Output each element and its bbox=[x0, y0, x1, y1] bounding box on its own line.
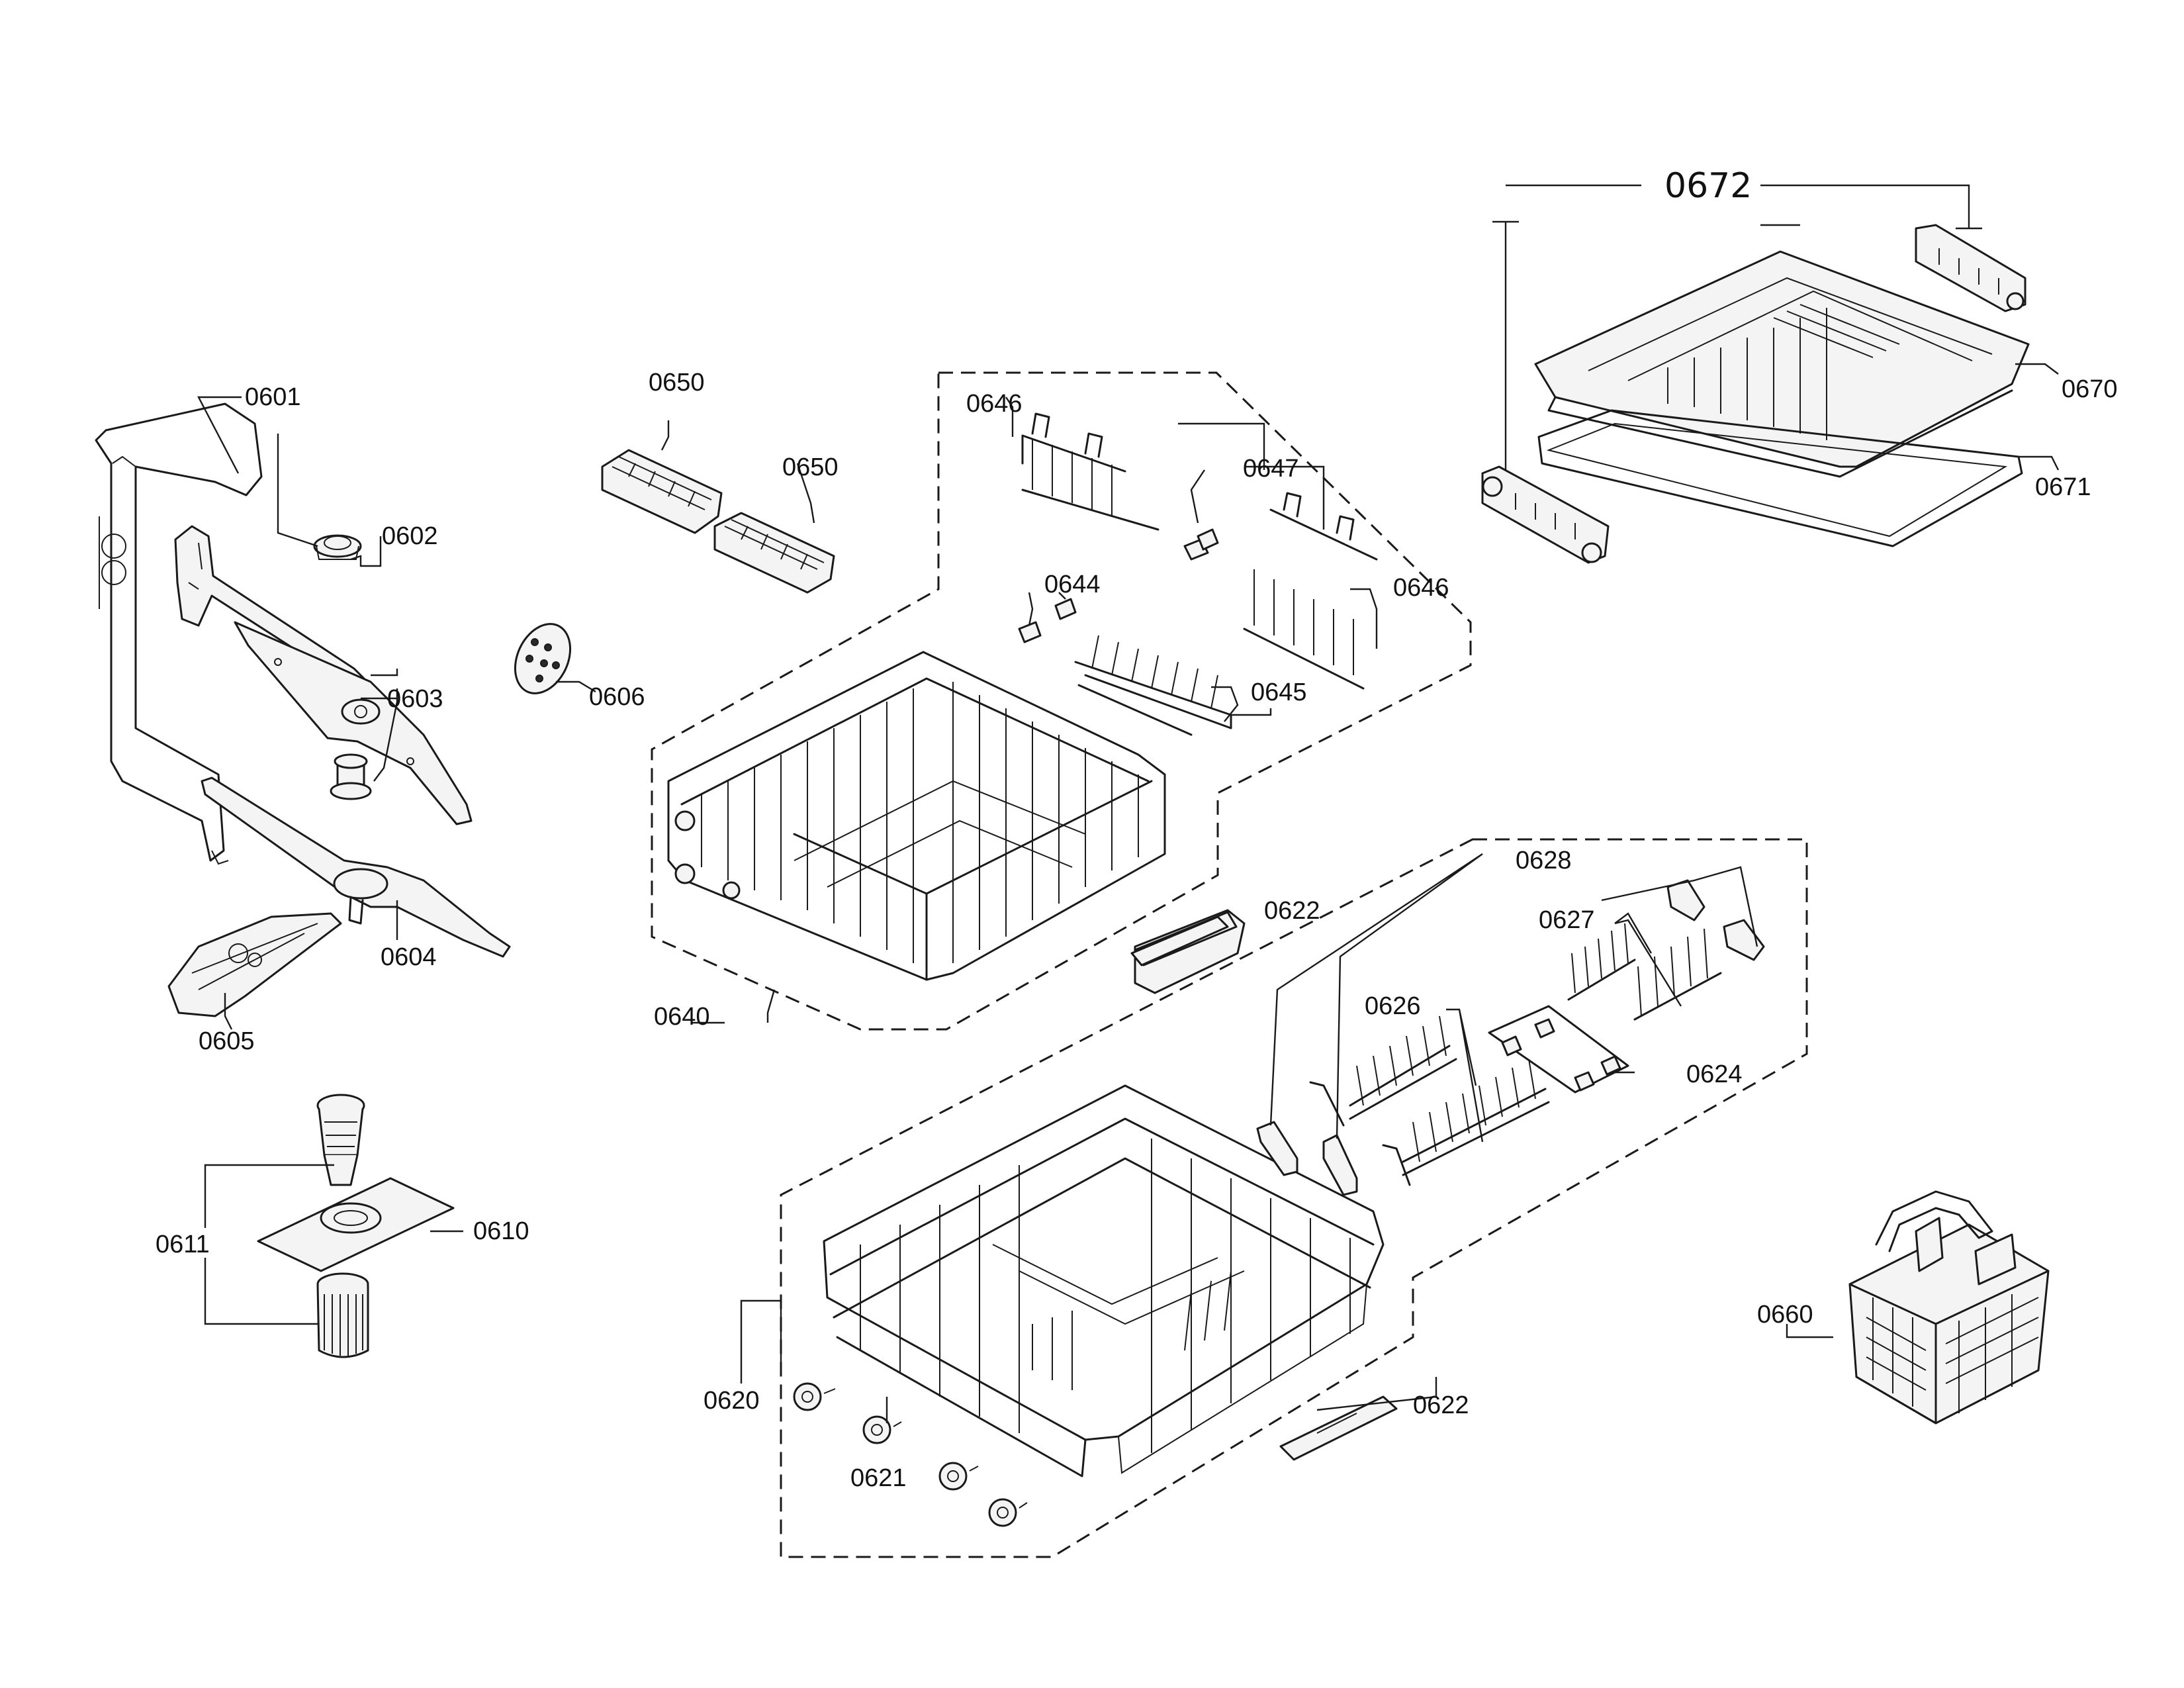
upper-rack-assembly-outline bbox=[651, 371, 1472, 1031]
spray-supply-pipe bbox=[95, 402, 263, 865]
label-0626: 0626 bbox=[1365, 992, 1421, 1020]
label-0622-lower: 0622 bbox=[1413, 1391, 1469, 1419]
label-0646-upper: 0646 bbox=[966, 390, 1023, 418]
label-0672: 0672 bbox=[1664, 166, 1752, 206]
label-0610: 0610 bbox=[473, 1217, 529, 1245]
cup-shelf-left bbox=[601, 449, 723, 534]
rack-wheels bbox=[793, 1382, 1028, 1527]
spray-arm-bearing bbox=[330, 753, 372, 800]
flat-filter bbox=[257, 1177, 455, 1272]
label-0627: 0627 bbox=[1539, 906, 1595, 934]
upper-rack-basket bbox=[667, 651, 1166, 981]
clip-pair bbox=[1183, 528, 1219, 561]
fold-tines-lower-c bbox=[1567, 923, 1722, 1021]
third-rack-frame bbox=[1537, 409, 2023, 547]
label-0603: 0603 bbox=[387, 685, 443, 713]
lower-rack-basket bbox=[823, 1084, 1385, 1477]
label-0611: 0611 bbox=[156, 1231, 210, 1258]
label-0646-lower: 0646 bbox=[1393, 574, 1449, 602]
cylinder-filter bbox=[316, 1272, 369, 1358]
tine-brackets bbox=[1256, 879, 1765, 1196]
label-0604: 0604 bbox=[381, 943, 437, 971]
label-0628: 0628 bbox=[1516, 847, 1572, 874]
third-rack-rail-right bbox=[1915, 224, 2026, 312]
label-0645: 0645 bbox=[1251, 679, 1307, 706]
cup-shelf-right bbox=[713, 512, 835, 594]
third-rack-tray bbox=[1534, 250, 2030, 478]
lower-spray-arm bbox=[201, 776, 511, 958]
label-0624: 0624 bbox=[1686, 1060, 1743, 1088]
leader-lines bbox=[197, 184, 2060, 1423]
label-0605: 0605 bbox=[199, 1027, 255, 1055]
tine-row-upper-b bbox=[1243, 492, 1378, 690]
small-clips bbox=[1018, 598, 1077, 643]
fold-tines-lower-a bbox=[1309, 1015, 1457, 1127]
label-0671: 0671 bbox=[2035, 473, 2091, 501]
label-0601: 0601 bbox=[245, 383, 301, 411]
label-0660: 0660 bbox=[1757, 1301, 1813, 1329]
label-0602: 0602 bbox=[382, 522, 438, 550]
spray-nozzle-disc bbox=[514, 623, 572, 694]
label-0622-upper: 0622 bbox=[1264, 897, 1320, 925]
filter-cover bbox=[167, 912, 342, 1017]
label-0647: 0647 bbox=[1243, 455, 1299, 483]
label-0606: 0606 bbox=[589, 683, 645, 711]
lower-rack-assembly-outline bbox=[780, 838, 1808, 1558]
cutlery-basket bbox=[1848, 1190, 2050, 1425]
label-0670: 0670 bbox=[2062, 375, 2118, 403]
label-0650-upper: 0650 bbox=[649, 369, 705, 397]
tine-row-upper-a bbox=[1021, 412, 1160, 531]
tine-clip-set bbox=[1488, 1005, 1629, 1094]
fold-down-tines-upper bbox=[1074, 635, 1232, 736]
label-0640: 0640 bbox=[654, 1003, 710, 1031]
label-0621: 0621 bbox=[850, 1464, 907, 1492]
label-0620: 0620 bbox=[704, 1387, 760, 1415]
micro-filter-assembly bbox=[316, 1094, 365, 1186]
spray-arm-hub bbox=[313, 534, 362, 560]
basket-holder-left bbox=[1130, 915, 1229, 966]
third-rack-rail-left bbox=[1481, 465, 1610, 564]
upper-spray-arm bbox=[234, 621, 473, 825]
label-0650-lower: 0650 bbox=[782, 453, 839, 481]
label-0644: 0644 bbox=[1044, 571, 1101, 598]
rack-handle-lower bbox=[1279, 1395, 1398, 1461]
fold-tines-lower-b bbox=[1382, 1058, 1550, 1186]
